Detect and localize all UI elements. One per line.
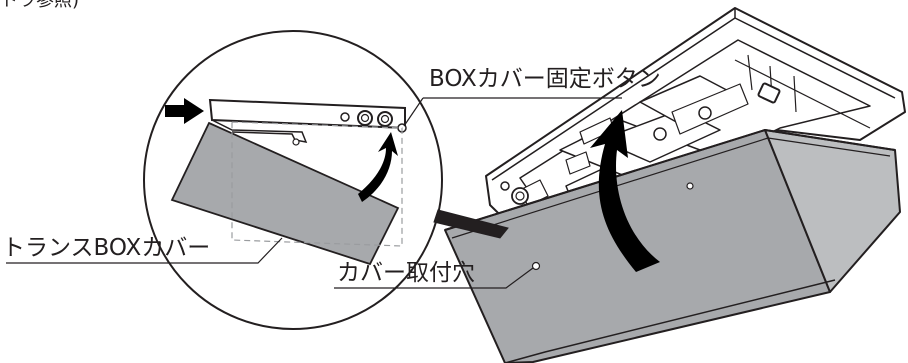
box-cover-button-label: BOXカバー固定ボタン [429,66,661,92]
push-arrow-icon [165,98,204,124]
detail-zoom-circle [143,30,509,330]
reference-note: トラ参照) [0,0,80,11]
cover-mounting-hole-label: カバー取付穴 [337,260,475,286]
lift-arrow-right [590,110,660,272]
transbox-cover-label: トランスBOXカバー [2,235,211,261]
leader-lines [6,97,622,289]
lift-arrow-left [358,132,398,202]
